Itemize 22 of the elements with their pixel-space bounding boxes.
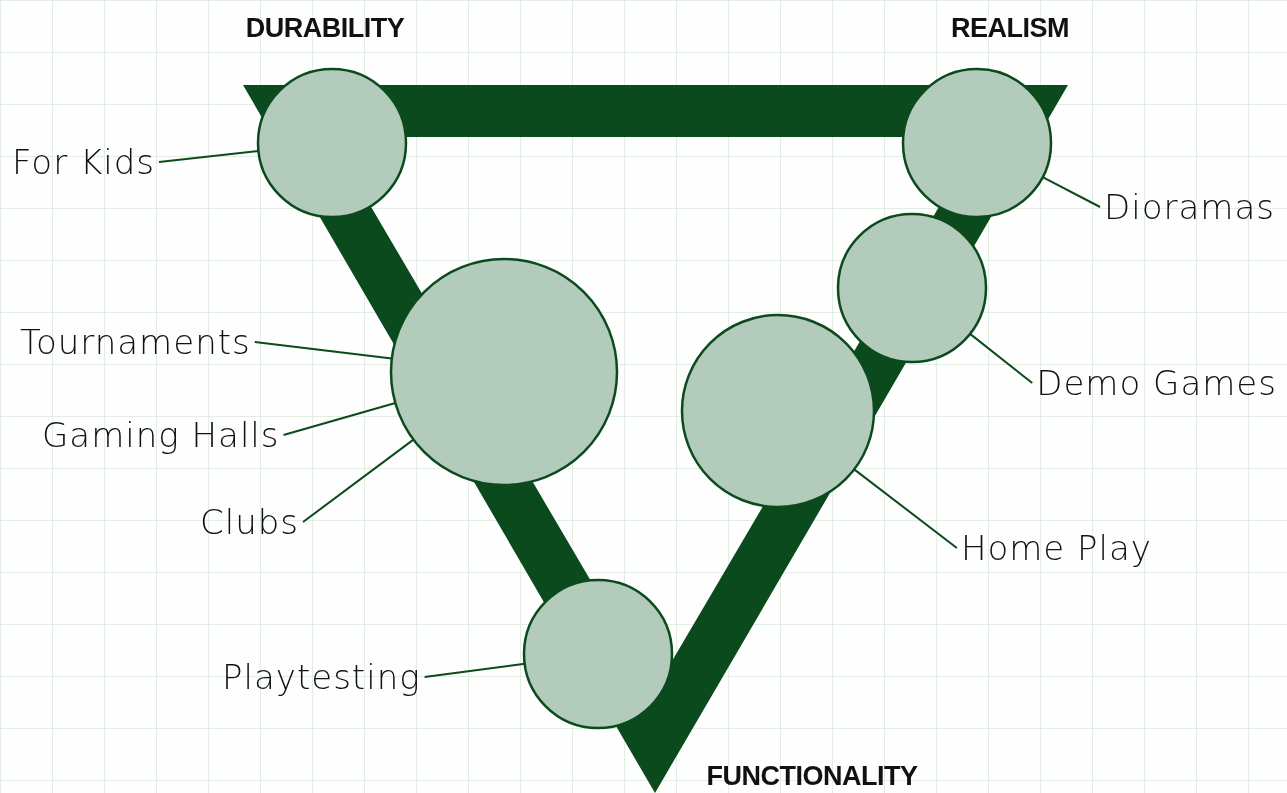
axis-label: REALISM (951, 14, 1069, 42)
category-label: Dioramas (1104, 190, 1275, 224)
leader-line (853, 468, 958, 549)
category-label: Playtesting (222, 660, 421, 694)
leader-line (302, 438, 415, 523)
category-label: Demo Games (1036, 366, 1277, 400)
circle (256, 67, 408, 219)
leader-line (1041, 176, 1102, 208)
leader-line (423, 662, 526, 678)
category-label: Gaming Halls (42, 418, 280, 452)
circle (389, 257, 619, 487)
circle (901, 67, 1053, 219)
leader-line (969, 332, 1034, 384)
axis-label: FUNCTIONALITY (706, 762, 918, 790)
circle (836, 212, 988, 364)
circle (680, 313, 876, 509)
category-label: Home Play (960, 531, 1152, 565)
axis-label: DURABILITY (245, 14, 405, 42)
circle (522, 578, 674, 730)
category-label: For Kids (12, 145, 155, 179)
category-label: Clubs (200, 505, 300, 539)
category-label: Tournaments (20, 325, 251, 359)
